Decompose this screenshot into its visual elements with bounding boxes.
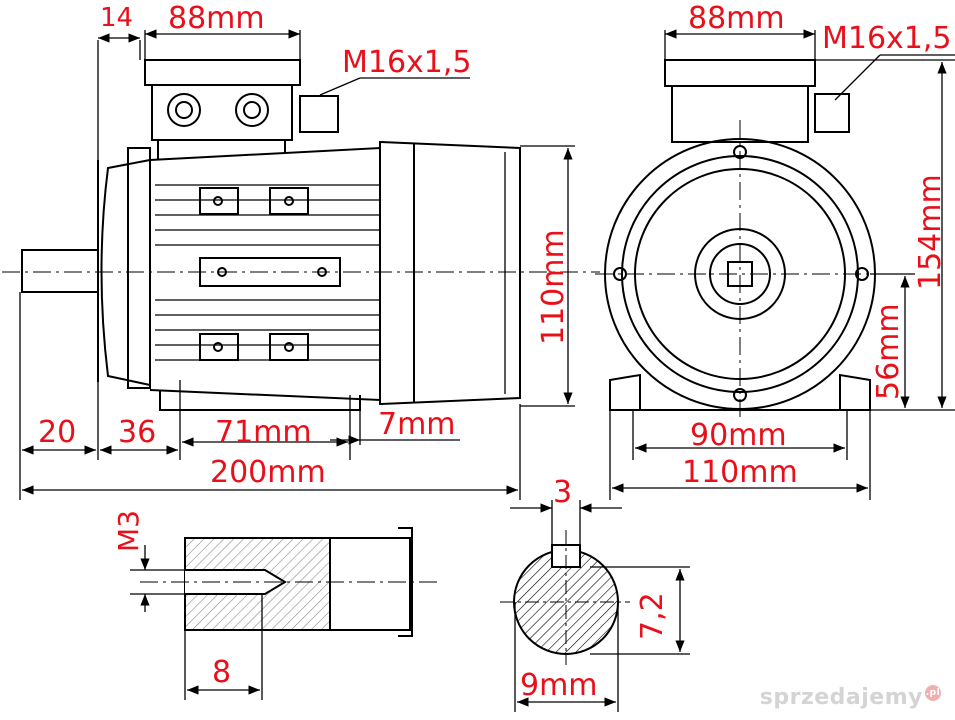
key-section <box>500 530 630 665</box>
dim-m3: M3 <box>112 510 145 552</box>
dim-thread-front: M16x1,5 <box>822 21 952 56</box>
dim-90: 90mm <box>690 418 787 453</box>
dim-7: 7mm <box>378 407 456 442</box>
dimension-labels: 14 88mm M16x1,5 88mm M16x1,5 110mm 154mm… <box>38 1 952 703</box>
dim-8: 8 <box>212 655 231 690</box>
dim-9: 9mm <box>520 668 598 703</box>
dim-71: 71mm <box>215 415 312 450</box>
shaft-detail <box>140 527 440 637</box>
cable-gland-left <box>167 93 201 127</box>
side-view <box>2 59 600 411</box>
watermark-text: sprzedajemy <box>759 685 923 710</box>
shaft <box>21 249 99 293</box>
dim-154-height: 154mm <box>913 174 948 290</box>
fan-cover <box>379 140 521 406</box>
cable-gland-right <box>235 93 269 127</box>
dim-14: 14 <box>100 3 133 33</box>
watermark-suffix: .pl <box>925 685 941 701</box>
dim-56-height: 56mm <box>871 303 906 400</box>
dim-88-side: 88mm <box>168 1 265 36</box>
terminal-box-front <box>664 59 816 87</box>
dim-3: 3 <box>553 475 572 510</box>
bearing-housing <box>694 228 786 320</box>
front-view <box>595 59 890 420</box>
dim-110-width: 110mm <box>682 455 798 490</box>
gland-side <box>299 95 339 133</box>
dim-20: 20 <box>38 415 76 450</box>
dim-200: 200mm <box>210 455 326 490</box>
motor-body <box>149 146 381 402</box>
dim-88-front: 88mm <box>688 1 785 36</box>
dim-36: 36 <box>118 415 156 450</box>
dimension-lines <box>19 29 955 712</box>
dim-7-2: 7,2 <box>635 592 670 640</box>
dim-thread-side: M16x1,5 <box>342 45 472 80</box>
watermark: sprzedajemy.pl <box>760 685 941 710</box>
terminal-box <box>144 59 301 86</box>
dim-110-height: 110mm <box>536 229 571 345</box>
foot <box>159 390 361 411</box>
